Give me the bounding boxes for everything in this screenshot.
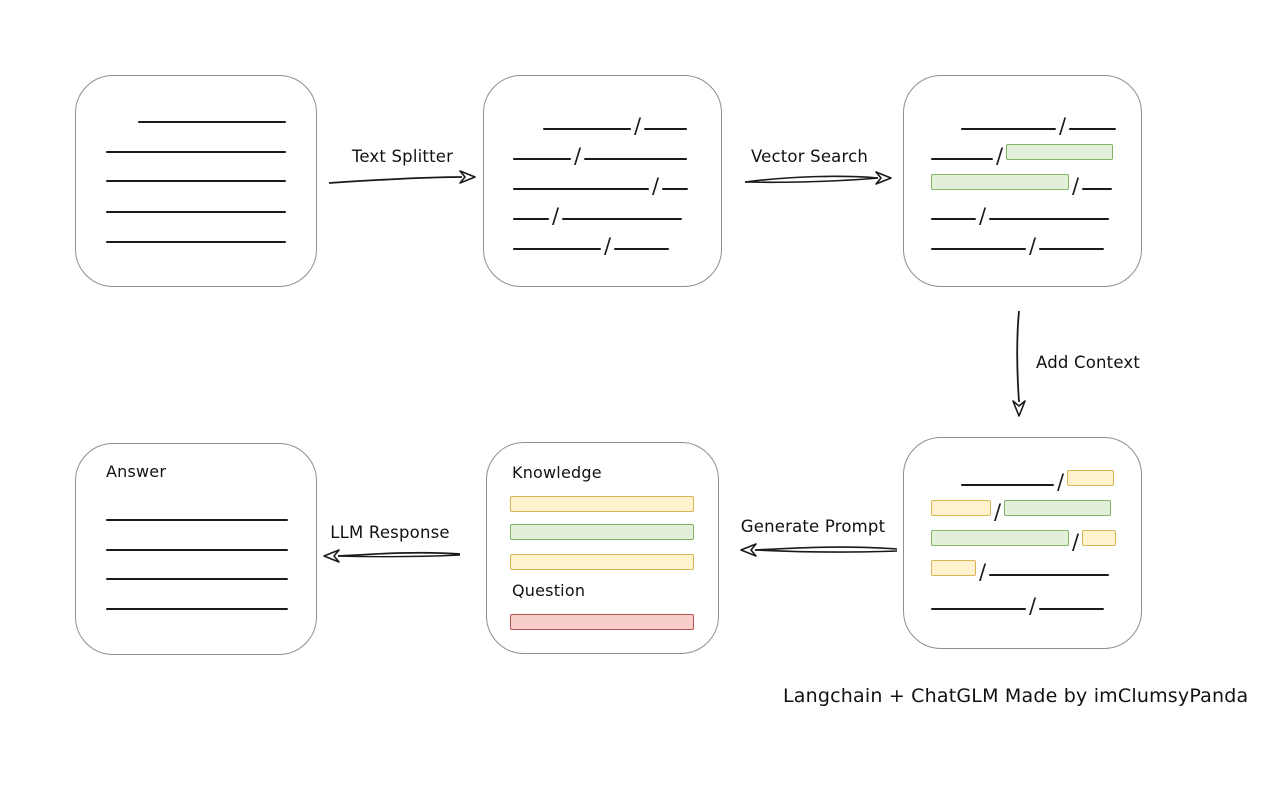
llm-response-arrow-icon [323,549,461,563]
llm-response-label: LLM Response [330,523,450,542]
yellow-highlight-bar [931,500,991,516]
text-line [138,121,286,123]
text-line [106,241,286,243]
text-splitter-arrow-icon [328,170,476,184]
yellow-bar [510,496,694,512]
generate-prompt-arrow-icon [740,543,898,557]
generate-prompt-label: Generate Prompt [740,517,886,536]
text-line [513,248,601,250]
slash-separator: / [994,500,1002,524]
yellow-highlight-bar [1067,470,1115,486]
text-line [1039,608,1105,610]
slash-separator: / [574,144,582,168]
split-text-row: / [513,203,683,228]
slash-separator: / [1059,114,1067,138]
green-highlight-bar [931,530,1069,546]
question-label: Question [512,581,586,600]
text-line [513,188,649,190]
slash-separator: / [1029,234,1037,258]
add-context-label: Add Context [1036,353,1141,372]
split-text-row: / [961,469,1115,494]
green-bar [510,524,694,540]
text-line [106,180,286,182]
text-line [1082,188,1113,190]
text-line [106,578,288,580]
yellow-bar [510,554,694,570]
slash-separator: / [996,144,1004,168]
prompt-node: Knowledge Question [486,442,719,654]
slash-separator: / [979,560,987,584]
slash-separator: / [604,234,612,258]
text-line [644,128,688,130]
text-line [931,248,1026,250]
text-line [106,549,288,551]
text-line [931,218,976,220]
add-context-arrow-icon [1012,310,1026,417]
split-text-row: / [931,593,1105,618]
text-line [584,158,688,160]
slash-separator: / [1029,594,1037,618]
text-line [513,218,549,220]
green-highlight-bar [1004,500,1112,516]
text-splitter-label: Text Splitter [351,147,454,166]
yellow-highlight-bar [1082,530,1117,546]
split-text-row: / [543,113,688,138]
text-line [543,128,631,130]
text-line [961,128,1056,130]
text-line [106,608,288,610]
slash-separator: / [1072,174,1080,198]
vector-search-arrow-icon [744,171,892,185]
split-text-row: / [931,143,1114,168]
split-text-row: / [513,143,688,168]
split-text-row: / [513,233,670,258]
text-line [989,218,1110,220]
diagram-caption: Langchain + ChatGLM Made by imClumsyPand… [783,685,1249,707]
answer-node: Answer [75,443,317,655]
slash-separator: / [552,204,560,228]
text-line [106,151,286,153]
text-line [931,608,1026,610]
split-text-row: / [931,233,1105,258]
split-text-row: / [513,173,689,198]
source-document-node [75,75,317,287]
text-line [961,484,1054,486]
vector-search-label: Vector Search [750,147,869,166]
red-bar [510,614,694,630]
split-text-row: / [961,113,1117,138]
split-text-row: / [931,529,1117,554]
green-highlight-bar [931,174,1069,190]
slash-separator: / [979,204,987,228]
split-text-row: / [931,173,1113,198]
split-text-row: / [931,203,1110,228]
text-line [1039,248,1105,250]
text-line [662,188,689,190]
split-text-row: / [931,559,1110,584]
text-line [106,519,288,521]
vector-search-result-node: / / / / / [903,75,1142,287]
green-highlight-bar [1006,144,1114,160]
slash-separator: / [1057,470,1065,494]
slash-separator: / [634,114,642,138]
text-line [989,574,1110,576]
knowledge-label: Knowledge [512,463,602,482]
split-text-node: / / / / / [483,75,722,287]
text-line [931,158,993,160]
text-line [562,218,683,220]
text-line [513,158,571,160]
split-text-row: / [931,499,1112,524]
text-line [614,248,670,250]
context-chunks-node: / / / / / [903,437,1142,649]
yellow-highlight-bar [931,560,976,576]
text-line [1069,128,1117,130]
text-line [106,211,286,213]
slash-separator: / [652,174,660,198]
slash-separator: / [1072,530,1080,554]
answer-label: Answer [106,462,167,481]
